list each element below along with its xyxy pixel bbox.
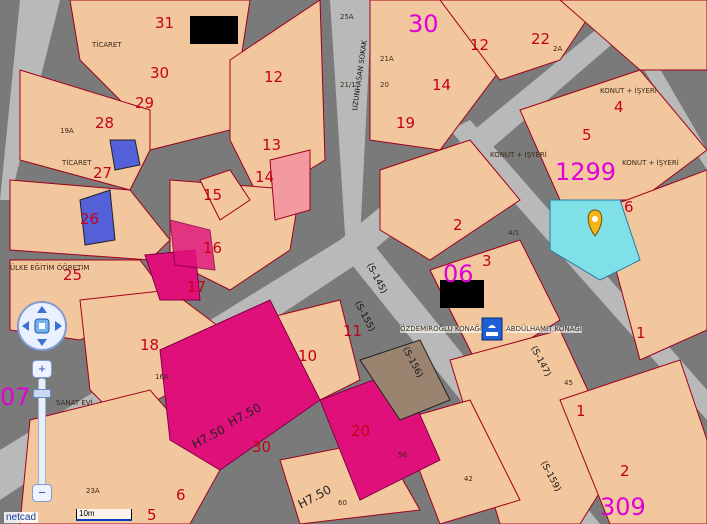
parcels xyxy=(9,0,707,524)
location-pin-icon xyxy=(587,209,603,237)
chevron-down-icon xyxy=(37,339,47,346)
zones xyxy=(79,16,641,501)
zoom-slider-handle[interactable] xyxy=(33,389,51,399)
center-icon xyxy=(34,318,50,334)
chevron-left-icon xyxy=(22,321,29,331)
scale-bar: 10m xyxy=(76,509,132,521)
pan-control[interactable] xyxy=(14,298,70,354)
chevron-right-icon xyxy=(55,321,62,331)
netcad-logo: netcad xyxy=(4,512,39,523)
mosque-icon xyxy=(481,317,503,341)
chevron-up-icon xyxy=(37,306,47,313)
zoom-out-button[interactable]: − xyxy=(32,484,52,502)
zoom-control[interactable]: + − xyxy=(31,360,52,502)
zoom-in-button[interactable]: + xyxy=(32,360,52,378)
